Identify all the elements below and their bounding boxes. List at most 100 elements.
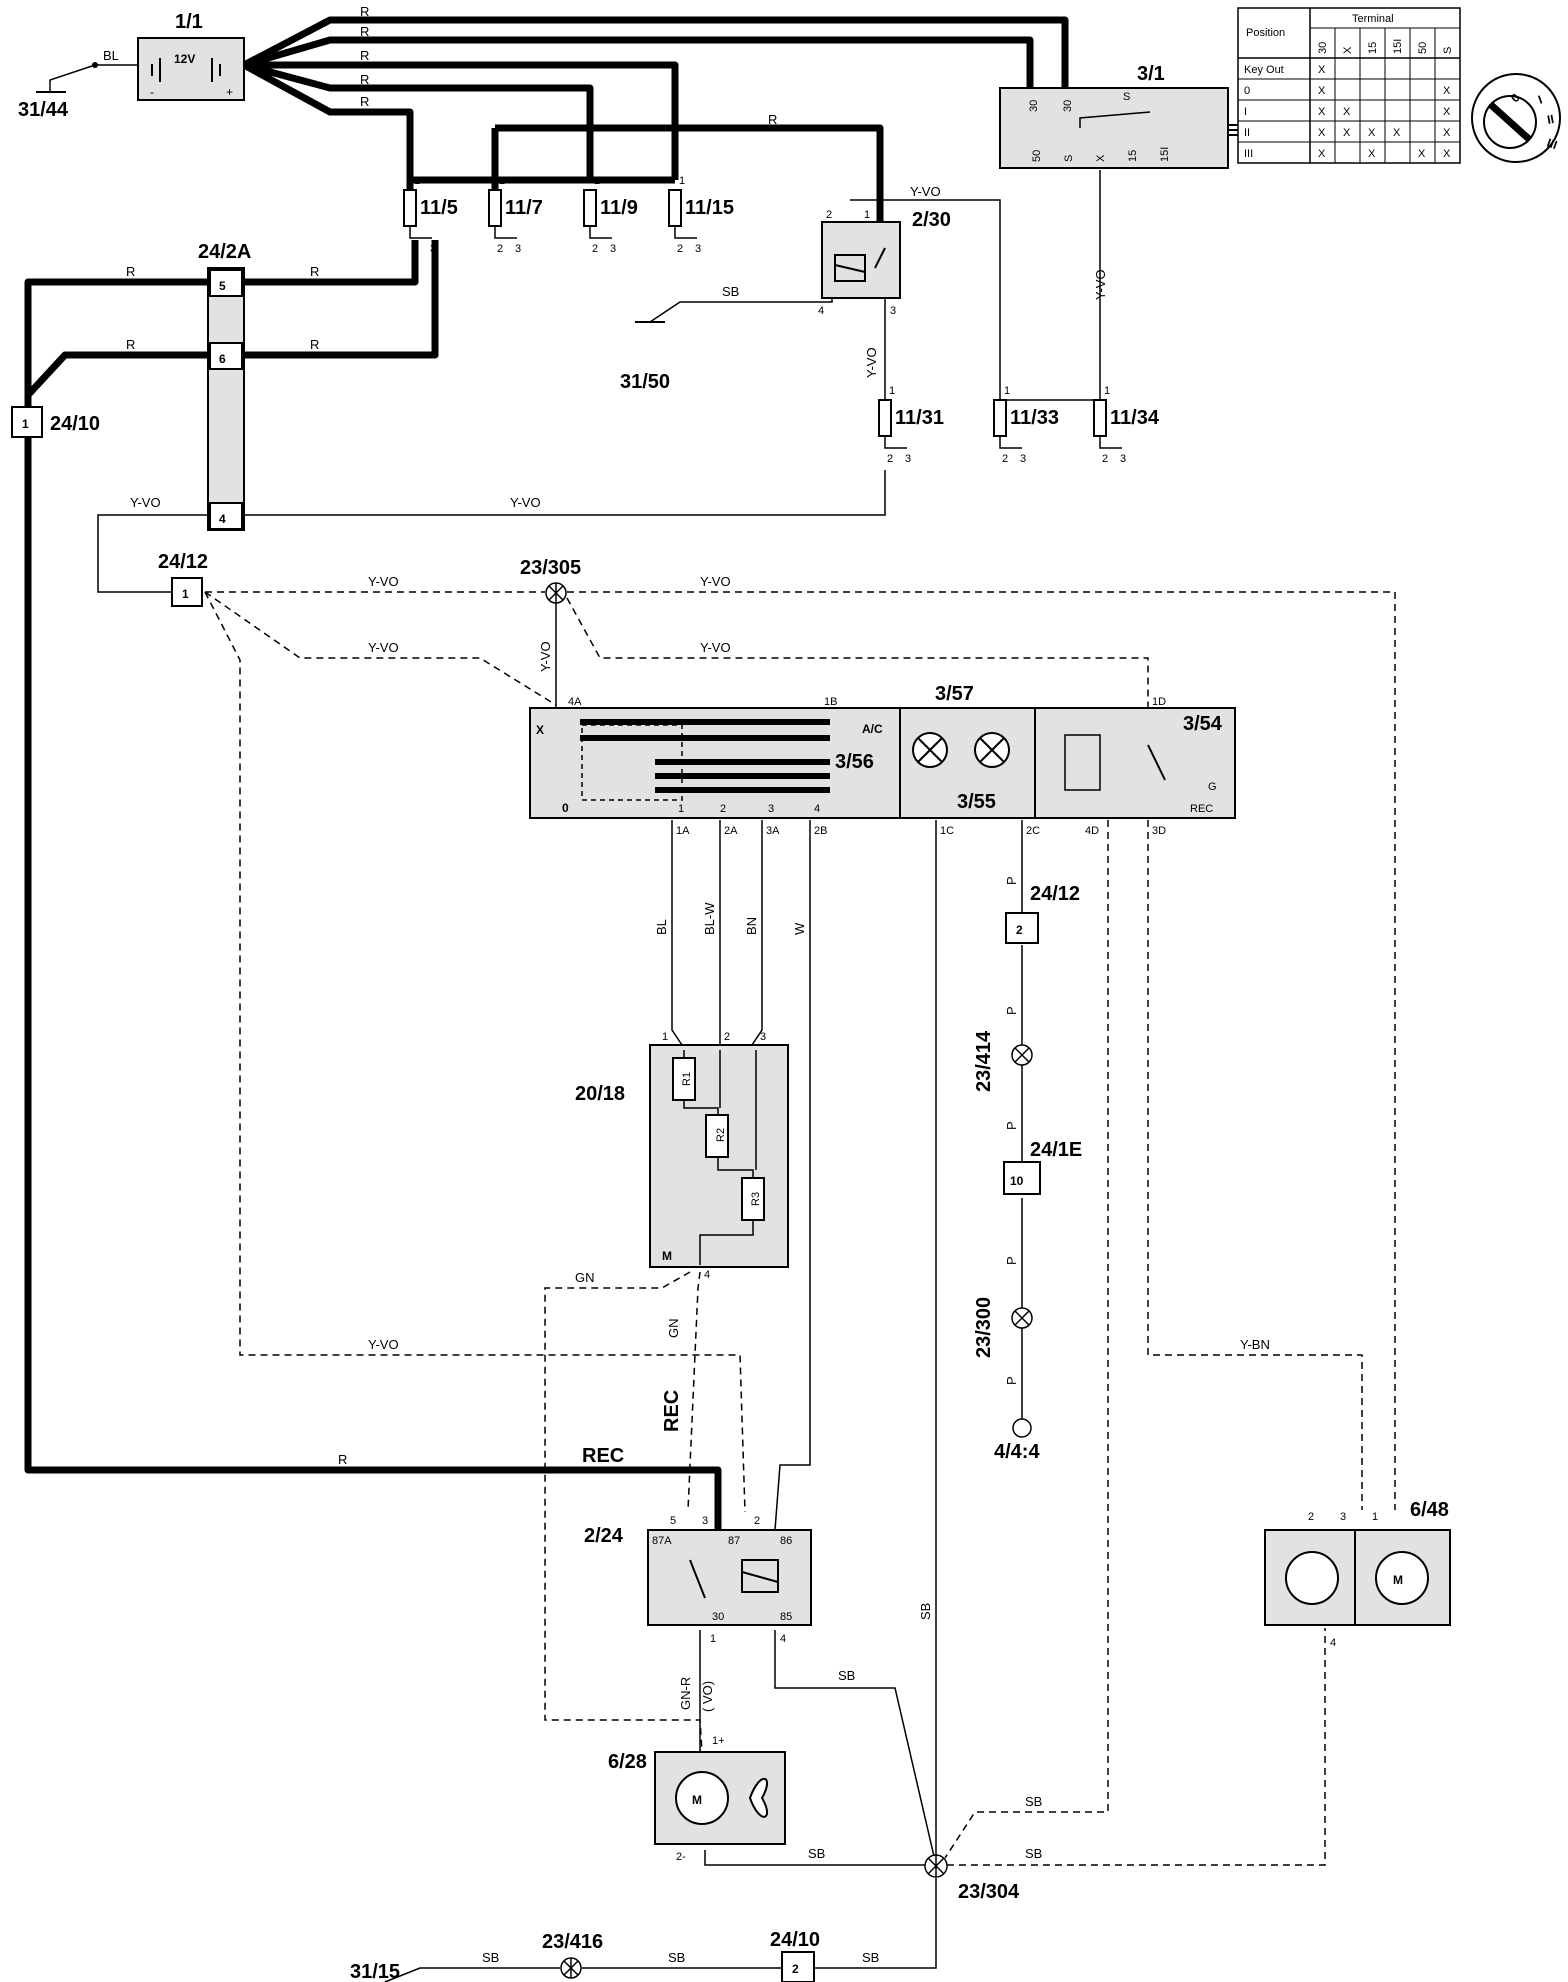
fuse-id: 11/33	[1010, 407, 1059, 429]
pin-label: 1	[662, 1031, 668, 1043]
key-position-label: I	[1536, 93, 1544, 107]
pin-label: 4	[219, 512, 226, 526]
pin-label: 5	[670, 1515, 676, 1527]
splice-23-305-id: 23/305	[520, 557, 581, 579]
wire-label-r: R	[310, 337, 319, 352]
fuse-icon	[668, 189, 682, 227]
battery-voltage: 12V	[174, 52, 195, 66]
pin-label: 15	[1127, 150, 1139, 162]
pin-label: 1	[414, 175, 420, 187]
table-mark: X	[1443, 148, 1451, 160]
wire-label-r: R	[360, 72, 369, 87]
wire-label-vo: ( VO)	[700, 1681, 715, 1712]
pin-label: 3	[760, 1031, 766, 1043]
pin-label: 1	[182, 587, 189, 601]
motor-label: M	[692, 1793, 702, 1807]
pin-label: 1+	[712, 1735, 725, 1747]
pin-label: 2	[497, 243, 503, 255]
zero-label: 0	[562, 801, 569, 815]
connector-24-12-top: 1 24/12	[158, 551, 208, 607]
wire-label-sb: SB	[1025, 1846, 1042, 1861]
pin-label: 2	[677, 243, 683, 255]
pin-label: 4	[780, 1633, 786, 1645]
table-mark: X	[1368, 127, 1376, 139]
pin-label: 4	[814, 803, 820, 815]
wire-label-sb: SB	[862, 1950, 879, 1965]
table-mark: X	[1318, 148, 1326, 160]
table-row-position: III	[1244, 148, 1253, 160]
table-column-header: 30	[1317, 42, 1329, 54]
pin-label: 1	[499, 175, 505, 187]
motor-6-48: M 6/48 2 3 1 4	[1264, 1499, 1451, 1649]
pin-label: 2B	[814, 825, 827, 837]
pin-label: 2C	[1026, 825, 1040, 837]
pin-label: 1	[889, 385, 895, 397]
key-position-label: II	[1546, 112, 1555, 127]
pin-label: 4	[704, 1269, 710, 1281]
battery-plus: +	[226, 85, 233, 99]
wire-label-sb: SB	[1025, 1794, 1042, 1809]
pin-label: 3	[610, 243, 616, 255]
table-mark: X	[1443, 106, 1451, 118]
table-header-terminal: Terminal	[1352, 13, 1394, 25]
ac-label: A/C	[862, 722, 883, 736]
terminal-label: 87	[728, 1535, 740, 1547]
panel-3-55-id: 3/55	[957, 791, 996, 813]
motor-label: M	[1393, 1573, 1403, 1587]
wire-battery-to-11-15	[244, 61, 679, 180]
wire-label-w: W	[792, 922, 807, 935]
table-column-header: X	[1342, 46, 1354, 54]
pin-label: 50	[1031, 150, 1043, 162]
table-column-header: 15	[1367, 42, 1379, 54]
table-mark: X	[1318, 106, 1326, 118]
wire-label-p: P	[1004, 876, 1019, 885]
relay-2-30: 2/30 2 1 4 3 Y-VO SB Y-VO 31/50	[620, 184, 951, 393]
pin-label: 1	[710, 1633, 716, 1645]
pin-label: 2	[1308, 1511, 1314, 1523]
wire-label-bn: BN	[744, 917, 759, 935]
key-position-label: III	[1545, 136, 1559, 153]
wire-label-sb: SB	[482, 1950, 499, 1965]
sensor-icon	[1285, 1551, 1339, 1605]
pin-label: 1	[1372, 1511, 1378, 1523]
connector-24-12-mid-id: 24/12	[1030, 883, 1080, 905]
pin-label: 2A	[724, 825, 738, 837]
pin-label: 4	[1330, 1637, 1336, 1649]
wire-label-yvo: Y-VO	[538, 641, 553, 672]
wire-11-5-pin3	[228, 240, 439, 359]
fan-motor-id: 6/28	[608, 1751, 647, 1773]
pin-label: 4	[818, 305, 824, 317]
pin-label: 3D	[1152, 825, 1166, 837]
pin-label: 3	[1020, 453, 1026, 465]
pin-label: 4D	[1085, 825, 1099, 837]
table-mark: X	[1443, 127, 1451, 139]
wire-label-r: R	[310, 264, 319, 279]
wire-24-2A-5-to-2-24	[24, 278, 722, 1547]
fuse-id: 11/15	[685, 197, 734, 219]
pin-label: 2-	[676, 1851, 686, 1863]
connector-24-10-top: 1 24/10	[11, 406, 100, 438]
p-wire-chain: 2 24/12 23/414 10 24/1E 23/300 4/4:4	[973, 883, 1082, 1463]
table-header-position: Position	[1246, 27, 1285, 39]
battery-minus: -	[150, 85, 154, 99]
wire-24-2A-6	[25, 351, 208, 398]
pin-label: 1	[22, 417, 29, 431]
terminal-label: 87A	[652, 1535, 672, 1547]
wire-battery-to-11-9	[243, 61, 594, 180]
ground-31-44: 31/44	[18, 99, 69, 121]
wire-label-yvo: Y-VO	[130, 495, 161, 510]
pin-label: 3	[768, 803, 774, 815]
table-row-position: I	[1244, 106, 1247, 118]
splice-23-304: 23/304	[924, 1854, 1020, 1903]
g-label: G	[1208, 781, 1217, 793]
table-row-position: II	[1244, 127, 1250, 139]
junction-24-2A: 5 6 4 24/2A R R R R Y-VO Y-VO	[126, 241, 541, 531]
wire-label-sb: SB	[808, 1846, 825, 1861]
fuse-icon	[488, 189, 502, 227]
wire-battery-to-3-1-a	[243, 36, 1034, 88]
pin-label: 1	[1004, 385, 1010, 397]
wire-label-gn: GN	[666, 1319, 681, 1339]
key-icon	[1487, 101, 1533, 143]
